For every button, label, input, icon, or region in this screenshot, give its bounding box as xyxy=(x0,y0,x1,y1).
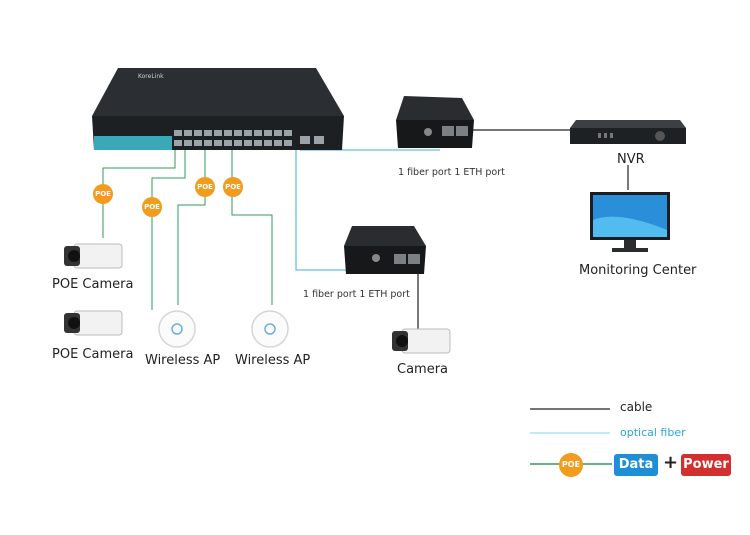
top-converter-label: 1 fiber port 1 ETH port xyxy=(398,167,505,178)
nvr-label: NVR xyxy=(617,152,645,167)
poe-badge-3: POE xyxy=(195,177,215,197)
ap-2-label: Wireless AP xyxy=(235,353,311,368)
poe-camera-1-icon xyxy=(64,243,123,269)
legend-poe-badge: POE xyxy=(559,453,583,477)
wireless-ap-1-icon xyxy=(158,310,196,348)
media-converter-mid xyxy=(344,226,426,274)
poe-switch: KoreLink xyxy=(92,68,344,150)
poe-badge-2: POE xyxy=(142,197,162,217)
legend-fiber-label: optical fiber xyxy=(620,426,686,439)
monitor-label: Monitoring Center xyxy=(579,263,697,278)
nvr-device xyxy=(570,120,686,144)
poe-camera-1-label: POE Camera xyxy=(52,277,134,292)
legend-data-tag: Data xyxy=(614,454,658,476)
poe-line-camera-1 xyxy=(102,150,176,238)
switch-brand: KoreLink xyxy=(138,73,164,80)
poe-camera-2-label: POE Camera xyxy=(52,347,134,362)
poe-camera-2-icon xyxy=(64,310,123,336)
camera-icon xyxy=(392,328,451,354)
camera-label: Camera xyxy=(397,362,449,377)
media-converter-top xyxy=(396,96,474,148)
legend-power-tag: Power xyxy=(681,454,731,476)
poe-line-ap-1 xyxy=(177,150,206,305)
wireless-ap-2-icon xyxy=(251,310,289,348)
legend-cable-label: cable xyxy=(620,400,653,414)
mid-converter-label: 1 fiber port 1 ETH port xyxy=(303,289,410,300)
poe-line-camera-2 xyxy=(151,150,186,310)
ap-1-label: Wireless AP xyxy=(145,353,221,368)
poe-badge-1: POE xyxy=(93,184,113,204)
legend-plus: + xyxy=(663,452,679,473)
poe-line-ap-2 xyxy=(231,150,273,305)
monitor-device xyxy=(590,192,670,252)
poe-badge-4: POE xyxy=(223,177,243,197)
